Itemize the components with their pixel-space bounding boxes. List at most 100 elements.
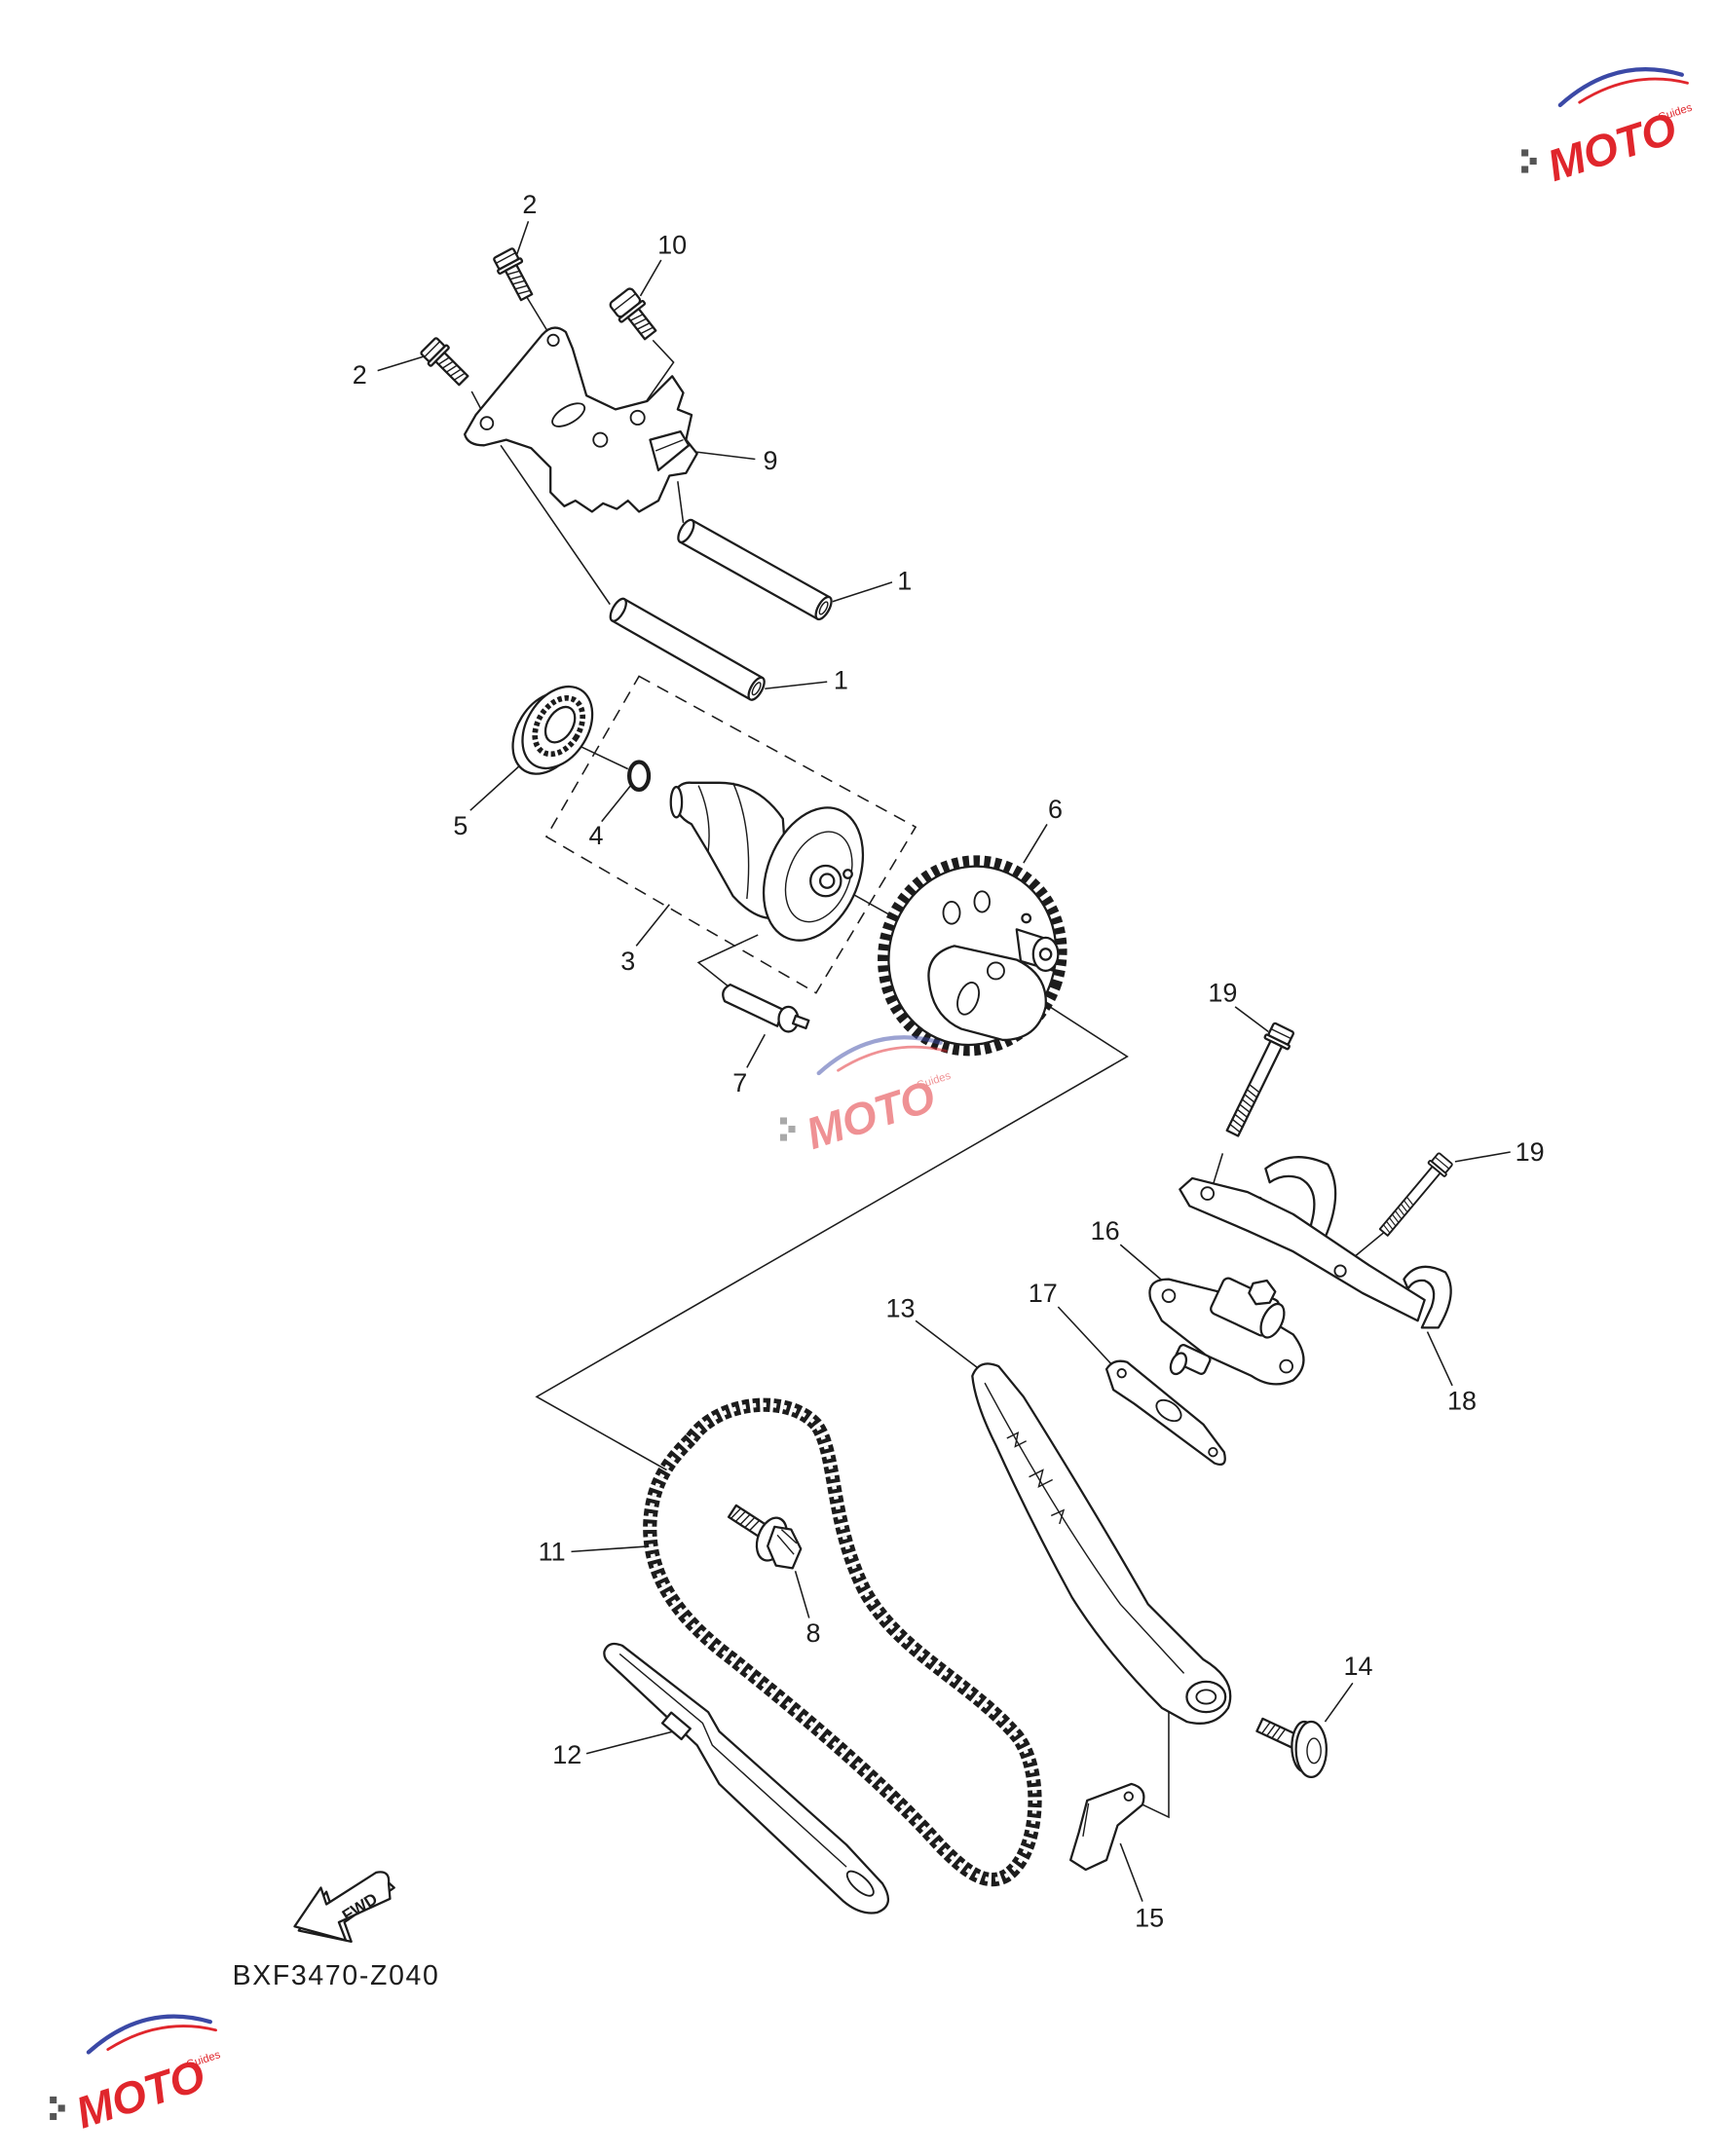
watermark-swoosh-blue (86, 2014, 212, 2055)
tensioner-guide-emboss (1006, 1431, 1066, 1525)
assembly-line-bolt10 (637, 339, 675, 415)
guide-tab (660, 1711, 692, 1741)
sprocket-boss-bore (1038, 948, 1053, 961)
part-1-shaft-upper (677, 518, 833, 621)
part-7-decompressor-pin (722, 984, 810, 1033)
part-3-assembly-box (544, 675, 917, 994)
plate-hole (629, 409, 646, 426)
sprocket-teeth (878, 855, 1067, 1057)
leader-line-11 (571, 1544, 652, 1553)
part-17-gasket (1104, 1359, 1226, 1467)
callout-8: 8 (806, 1618, 821, 1648)
bolt-8-head (767, 1525, 803, 1570)
drawing-code: BXF3470-Z040 (233, 1960, 440, 1991)
pin-body (722, 984, 784, 1027)
callout-4: 4 (589, 821, 604, 850)
watermark-checker (779, 1117, 788, 1125)
chain-pins (648, 1402, 1037, 1882)
tensioner-cap (1248, 1279, 1277, 1306)
leader-line-7 (746, 1033, 766, 1068)
shaft-end (677, 518, 695, 543)
watermark-checker (1521, 166, 1529, 173)
part-6-cam-sprocket (878, 855, 1067, 1057)
shaft-bore (751, 682, 762, 696)
callout-1-lower-shaft: 1 (834, 666, 848, 695)
watermark-checker (1529, 157, 1537, 166)
leader-line-2-left (377, 353, 432, 372)
callout-11: 11 (539, 1537, 566, 1566)
part-18-bracket (1179, 1156, 1452, 1329)
callout-2-top-bolt: 2 (522, 190, 537, 219)
part-8-bolt (727, 1504, 803, 1570)
leader-line-19-right (1454, 1151, 1511, 1163)
watermark-swoosh-red (106, 2025, 217, 2052)
watermark-checker (50, 2096, 57, 2103)
assembly-lines (470, 296, 1387, 1819)
assembly-line-camshaft-pin (696, 934, 759, 991)
shaft-bore (818, 601, 829, 615)
tensioner-guide-eye-bore (1195, 1689, 1217, 1705)
callout-15: 15 (1135, 1904, 1164, 1933)
sprocket-center-hole (987, 961, 1005, 981)
part-2-bolt-left (418, 334, 474, 391)
guide-slot (845, 1870, 875, 1897)
leader-line-4 (601, 785, 632, 823)
leader-line-13 (915, 1320, 980, 1370)
leader-line-1-upper (832, 581, 893, 603)
leader-line-19-upper (1234, 1006, 1269, 1033)
part-4-circlip (627, 760, 652, 793)
part-19-bolt-right (1374, 1150, 1455, 1241)
sprocket-weight (927, 945, 1047, 1042)
bearing-balls (532, 694, 586, 758)
watermark-swoosh-red (1578, 77, 1689, 104)
leader-line-14 (1324, 1682, 1354, 1723)
shaft-end (609, 597, 627, 622)
watermark-checker (788, 1125, 796, 1134)
assembly-line-guide-stopper (1136, 1690, 1170, 1819)
plate-hole (592, 431, 609, 448)
guide-rib (618, 1653, 847, 1868)
callout-5: 5 (453, 811, 468, 840)
part-5-bearing (511, 685, 594, 775)
callout-9: 9 (763, 446, 777, 475)
leader-line-8 (794, 1571, 810, 1618)
tensioner-guide-outline (971, 1362, 1232, 1725)
bracket-hole (1200, 1186, 1216, 1201)
part-12-chain-guide (603, 1642, 890, 1914)
callout-16: 16 (1091, 1216, 1120, 1245)
assembly-line-bearing-circlip (575, 743, 629, 770)
callouts: 2 10 2 9 1 1 6 5 4 3 7 19 19 16 17 13 18… (353, 190, 1545, 1932)
part-13-tensioner-guide (971, 1362, 1232, 1725)
callout-6: 6 (1048, 795, 1063, 824)
camshaft-boss-bore (818, 873, 836, 889)
callout-17: 17 (1029, 1279, 1058, 1308)
camshaft-lobe-line (697, 782, 750, 900)
camshaft (669, 781, 865, 942)
tensioner-flange-hole (1279, 1358, 1293, 1374)
stopper-hole (1123, 1791, 1134, 1802)
leader-line-2-top (514, 221, 530, 258)
tensioner-plunger-tip (1169, 1352, 1188, 1376)
tensioner-flange-hole (1161, 1288, 1177, 1303)
part-15-guide-stopper (1069, 1782, 1145, 1872)
bolt-threads (1260, 1722, 1287, 1741)
guide-outline (603, 1642, 890, 1914)
part-19-bolt-upper (1219, 1021, 1297, 1140)
bearing-bore (543, 705, 577, 744)
watermark-checker (50, 2112, 57, 2121)
sprocket-pin (1021, 912, 1032, 924)
leader-line-18 (1426, 1331, 1453, 1387)
callout-12: 12 (552, 1740, 581, 1769)
bracket-strip (1179, 1176, 1426, 1322)
gasket-hole (1116, 1368, 1127, 1379)
bolt-14-head (1306, 1737, 1322, 1765)
shaft-body (678, 519, 831, 620)
sprocket-slot (956, 982, 980, 1016)
watermark-swoosh-blue (816, 1035, 943, 1076)
bolt-threads (730, 1507, 761, 1532)
watermark-checker (57, 2104, 65, 2112)
leader-line-12 (585, 1730, 674, 1755)
bracket-hook-right (1403, 1265, 1452, 1329)
callout-1-upper-shaft: 1 (897, 566, 912, 595)
